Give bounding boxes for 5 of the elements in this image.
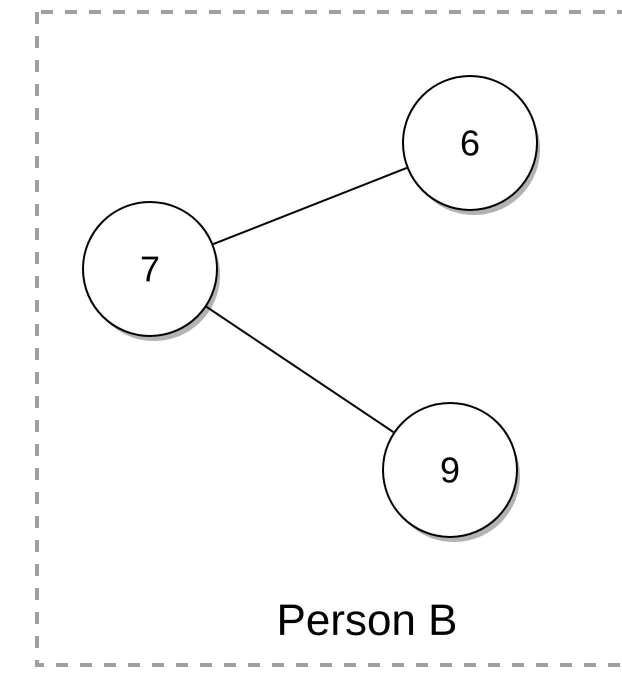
circle-node: 6 xyxy=(402,75,540,215)
circle-node: 7 xyxy=(82,201,220,341)
connector-line xyxy=(206,306,394,433)
connector-line xyxy=(212,166,408,246)
circle-node: 9 xyxy=(382,402,520,542)
